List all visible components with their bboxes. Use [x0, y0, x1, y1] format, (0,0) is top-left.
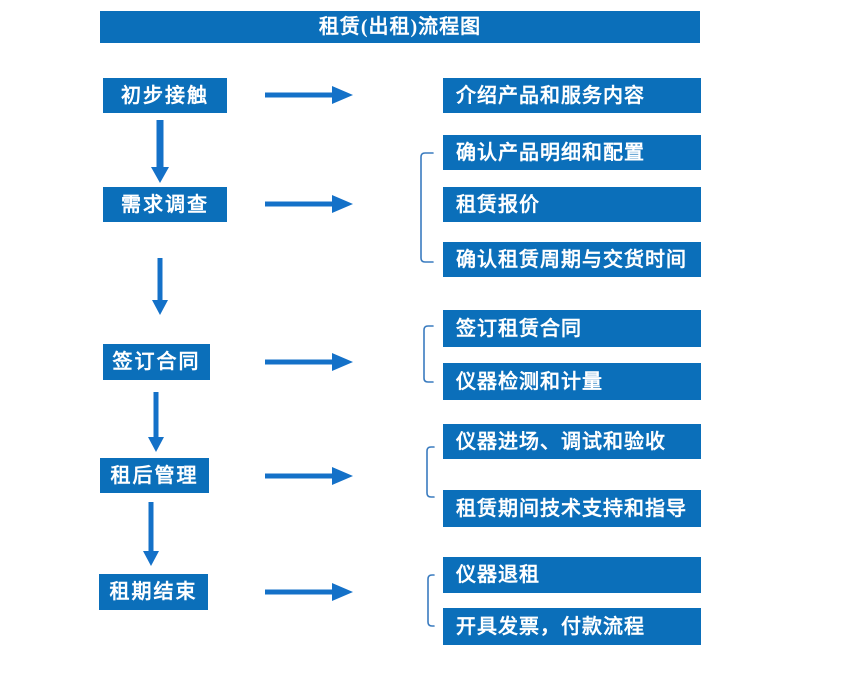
stage-box-rental-end: 租期结束 [99, 574, 208, 610]
down-arrow-2 [152, 258, 168, 315]
down-arrow-3 [148, 392, 164, 452]
detail-box-confirm-product-config: 确认产品明细和配置 [443, 135, 701, 170]
stage-box-post-rental-management: 租后管理 [100, 458, 209, 493]
right-arrow-stage-3 [265, 353, 353, 371]
bracket-stage-3 [423, 325, 434, 383]
stage-box-initial-contact: 初步接触 [103, 78, 227, 113]
down-arrow-4 [143, 502, 159, 566]
detail-box-instrument-entry-acceptance: 仪器进场、调试和验收 [443, 424, 701, 459]
right-arrow-stage-1 [265, 86, 353, 104]
detail-box-instrument-testing: 仪器检测和计量 [443, 363, 701, 400]
bracket-stage-4 [426, 446, 435, 498]
bracket-stage-2 [420, 152, 434, 263]
right-arrow-stage-5 [265, 583, 353, 601]
detail-box-sign-rental-contract: 签订租赁合同 [443, 310, 701, 347]
stage-box-sign-contract: 签订合同 [103, 344, 210, 380]
right-arrow-stage-2 [265, 195, 353, 213]
down-arrow-1 [151, 120, 169, 183]
bracket-stage-5 [427, 574, 435, 627]
right-arrow-stage-4 [265, 467, 353, 485]
flowchart-title: 租赁(出租)流程图 [100, 11, 700, 43]
detail-box-rental-quote: 租赁报价 [443, 187, 701, 222]
detail-box-tech-support: 租赁期间技术支持和指导 [443, 490, 701, 527]
stage-box-demand-survey: 需求调查 [103, 187, 227, 222]
detail-box-confirm-period-delivery: 确认租赁周期与交货时间 [443, 242, 701, 277]
detail-box-intro-products: 介绍产品和服务内容 [443, 78, 701, 113]
detail-box-invoice-payment: 开具发票，付款流程 [443, 608, 701, 645]
detail-box-instrument-return: 仪器退租 [443, 557, 701, 593]
